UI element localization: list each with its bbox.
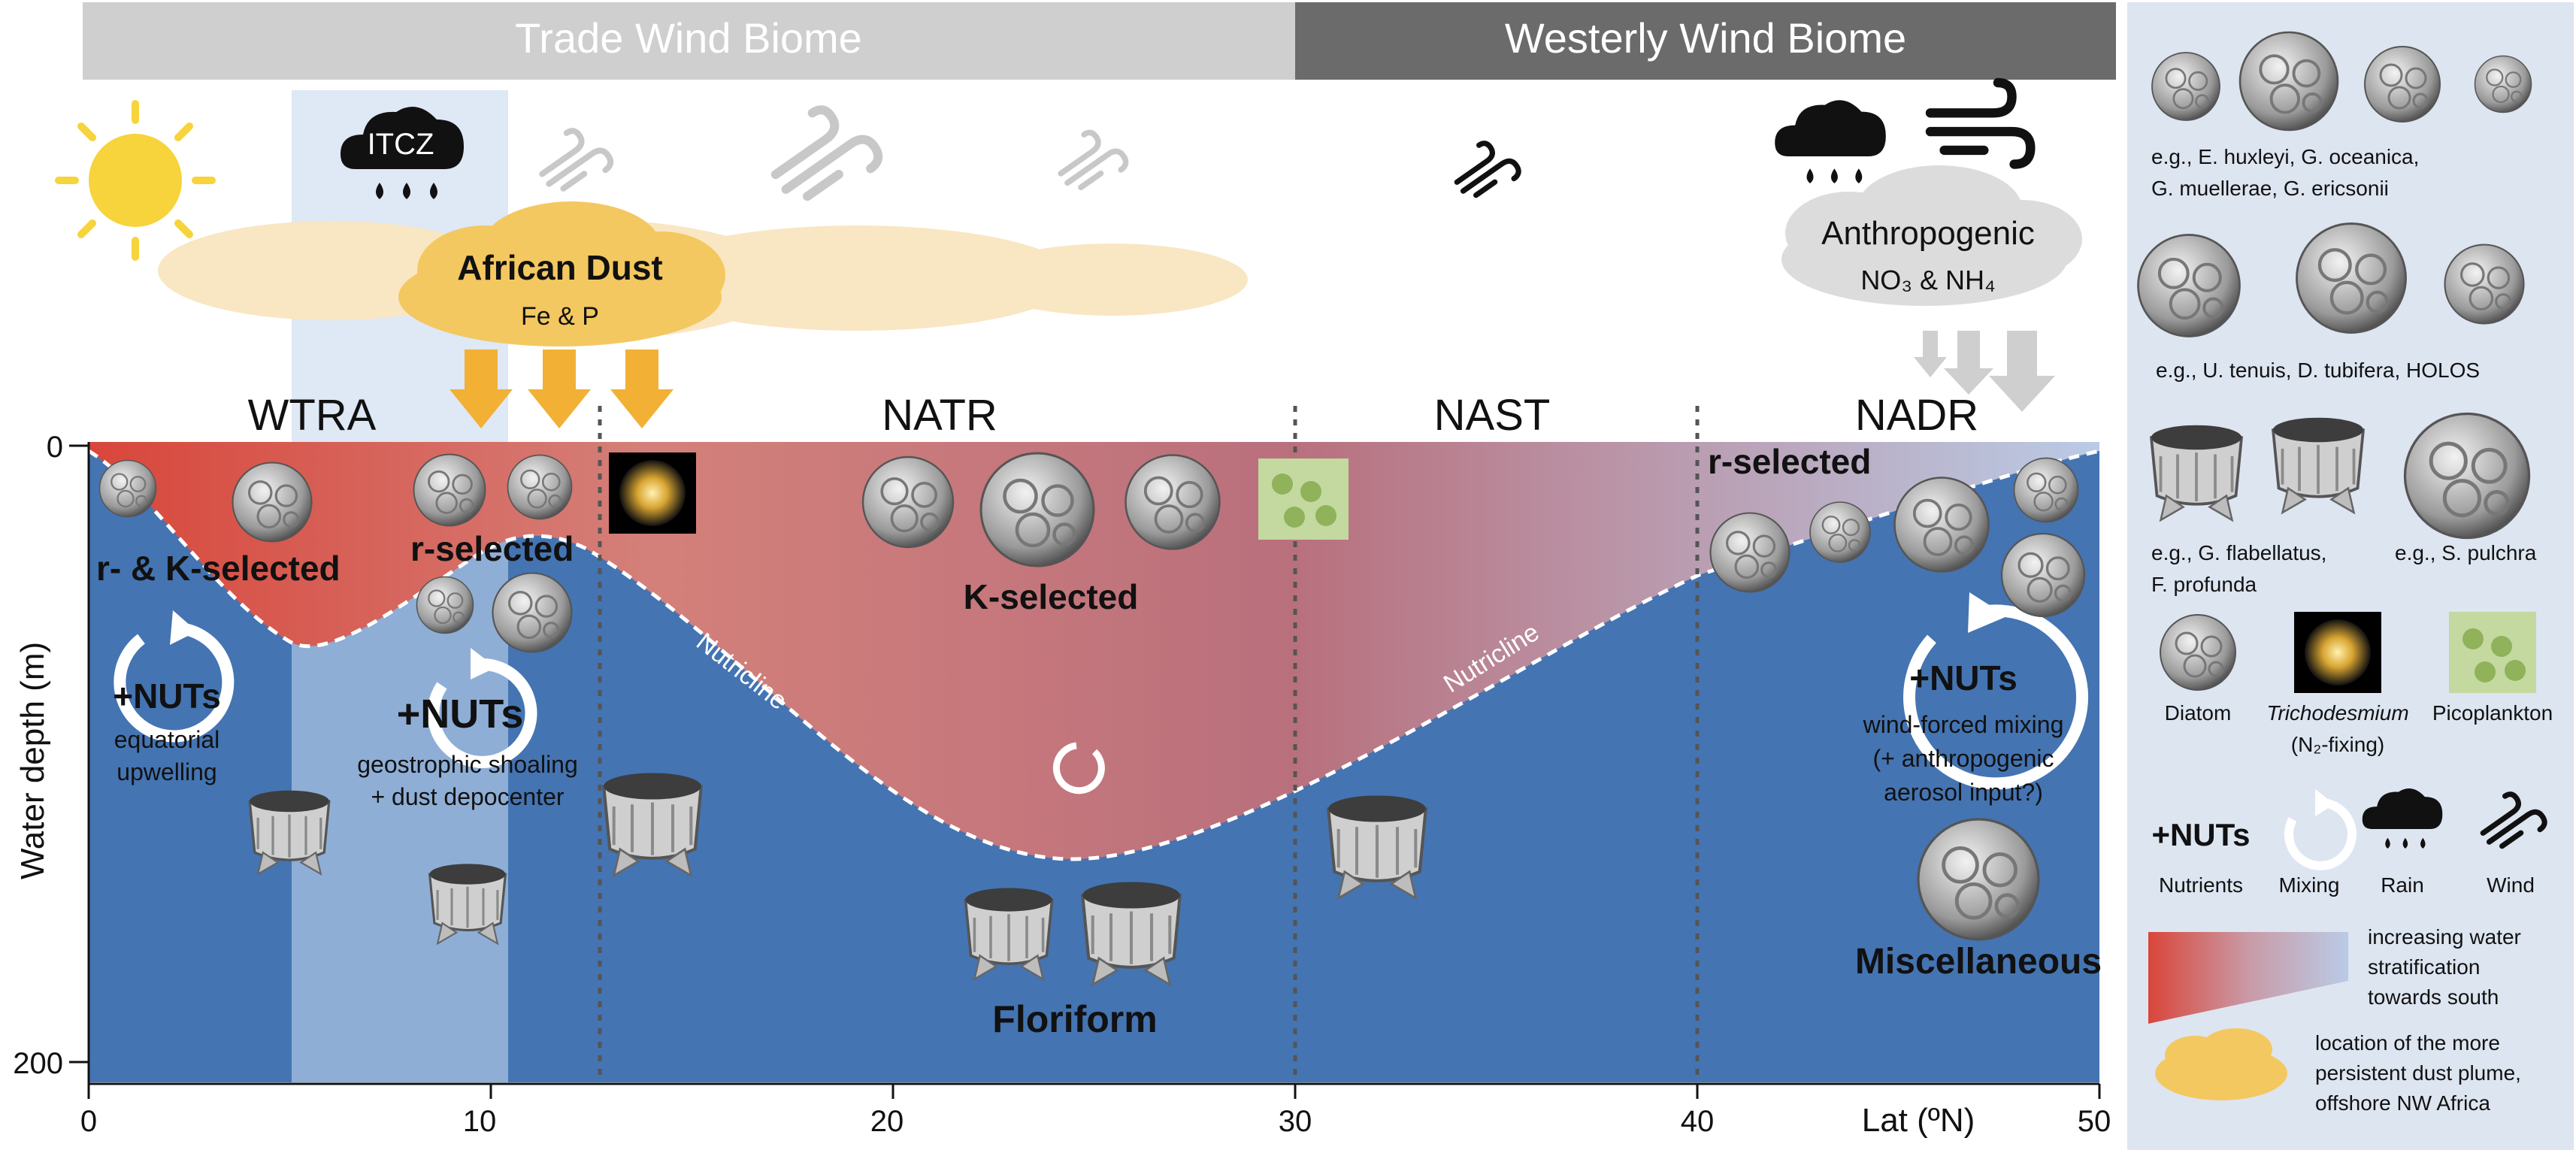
r-selected-label: r-selected (410, 529, 574, 568)
legend-group1-caption: e.g., E. huxleyi, G. oceanica, (2151, 145, 2419, 168)
nadr-wind-icon (1930, 83, 2030, 165)
anthropogenic-title: Anthropogenic (1821, 215, 2035, 252)
legend-mixing-label: Mixing (2279, 873, 2340, 897)
legend-wind-label: Wind (2487, 873, 2535, 897)
legend-dust-plume-icon (2155, 1028, 2287, 1100)
wind-icon-faded (758, 95, 883, 215)
legend-group1-caption: G. muellerae, G. ericsonii (2151, 177, 2389, 200)
picoplankton-image (1258, 458, 1349, 540)
surface-mixed-layer (89, 442, 2099, 860)
african-dust-cloud (398, 201, 725, 346)
windmix-label: (+ anthropogenic (1872, 745, 2054, 772)
x-tick-label: 30 (1279, 1105, 1312, 1138)
dust-deposition-arrows (450, 350, 674, 428)
x-tick-label: 40 (1681, 1105, 1715, 1138)
legend-nutrients-label: Nutrients (2159, 873, 2243, 897)
legend-group3a-caption: e.g., G. flabellatus, (2151, 541, 2326, 564)
legend-stratification-label: stratification (2368, 955, 2480, 979)
trade-wind-biome-bar (83, 2, 1295, 80)
legend-group3b-caption: e.g., S. pulchra (2395, 541, 2537, 564)
nutricline-line (87, 449, 2100, 861)
legend-stratification-label: towards south (2368, 985, 2499, 1009)
windmix-label: aerosol input?) (1884, 779, 2043, 806)
y-axis-label: Water depth (m) (14, 642, 51, 879)
nutrients-label: +NUTs (113, 676, 221, 716)
sun-icon (55, 100, 216, 261)
itcz-label: ITCZ (368, 128, 434, 161)
x-tick-label: 50 (2078, 1105, 2111, 1138)
legend-stratification-label: increasing water (2368, 925, 2521, 949)
anthropogenic-subtitle: NO₃ & NH₄ (1860, 265, 1995, 295)
mixing-arrowheads (170, 592, 2007, 679)
province-label-nast: NAST (1434, 391, 1551, 440)
province-label-natr: NATR (882, 391, 997, 440)
westerly-wind-biome-label: Westerly Wind Biome (1505, 14, 1906, 62)
wind-icon-faded (1050, 123, 1129, 199)
legend-dust-plume-label: persistent dust plume, (2315, 1061, 2521, 1085)
upwelling-label: equatorial (114, 726, 220, 753)
trichodesmium-image (609, 452, 696, 534)
legend-group3a-caption: F. profunda (2151, 573, 2257, 596)
y-tick-label: 0 (47, 431, 63, 464)
y-axis-ticks (69, 444, 89, 1064)
x-tick-label: 0 (80, 1105, 97, 1138)
legend-mixing-icon (2284, 798, 2357, 870)
k-selected-label: K-selected (964, 577, 1139, 616)
legend-trichodesmium-image (2294, 612, 2381, 693)
legend-diatom-label: Diatom (2165, 701, 2232, 725)
legend-stratification-wedge (2148, 932, 2348, 1024)
nutrients-label: +NUTs (397, 691, 524, 737)
x-axis-ticks (87, 1084, 2101, 1099)
african-dust-subtitle: Fe & P (521, 302, 599, 331)
legend-trichodesmium-label: Trichodesmium (2266, 701, 2408, 725)
westerly-wind-biome-bar (1295, 2, 2116, 80)
wind-icon (1447, 135, 1522, 207)
x-tick-label: 10 (463, 1105, 497, 1138)
x-axis-label: Lat (ºN) (1862, 1102, 1975, 1139)
windmix-label: wind-forced mixing (1863, 711, 2064, 738)
shoaling-label: geostrophic shoaling (357, 751, 578, 778)
anthropogenic-deposition-arrows (1914, 331, 2055, 412)
r-selected-label: r-selected (1708, 442, 1871, 481)
legend-dust-plume-label: offshore NW Africa (2315, 1091, 2490, 1115)
upwelling-label: upwelling (117, 758, 216, 785)
legend-picoplankton-label: Picoplankton (2432, 701, 2553, 725)
mixing-icon (114, 604, 2088, 794)
anthropogenic-cloud (1781, 165, 2082, 306)
legend-picoplankton-image (2449, 612, 2536, 693)
shoaling-label: + dust depocenter (371, 783, 564, 810)
legend-trichodesmium-sublabel: (N₂-fixing) (2291, 733, 2384, 756)
y-tick-label: 200 (13, 1047, 63, 1080)
province-label-wtra: WTRA (248, 391, 377, 440)
legend-mixing-arrowhead (2315, 789, 2335, 816)
legend-rain-label: Rain (2381, 873, 2424, 897)
trade-wind-biome-label: Trade Wind Biome (515, 14, 862, 62)
floriform-label: Floriform (992, 998, 1157, 1040)
rk-selected-label: r- & K-selected (96, 549, 341, 588)
nadr-rain-cloud-icon (1775, 100, 1886, 183)
x-tick-label: 20 (870, 1105, 904, 1138)
legend-nutrients-symbol: +NUTs (2151, 817, 2250, 852)
province-label-nadr: NADR (1855, 391, 1978, 440)
nutrients-label: +NUTs (1909, 658, 2018, 698)
miscellaneous-label: Miscellaneous (1855, 942, 2102, 982)
african-dust-title: African Dust (457, 248, 662, 287)
wind-icon-faded (531, 121, 614, 201)
legend-group2-caption: e.g., U. tenuis, D. tubifera, HOLOS (2156, 359, 2480, 382)
legend-dust-plume-label: location of the more (2315, 1031, 2500, 1055)
